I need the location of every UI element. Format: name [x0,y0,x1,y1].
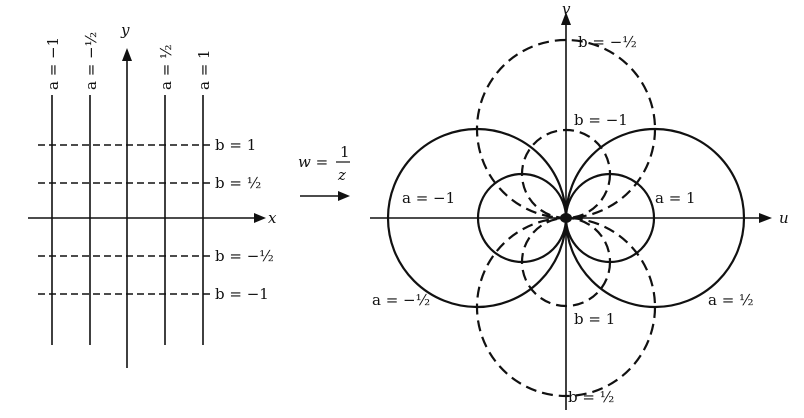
label-a-1: a = 1 [195,49,213,90]
y-axis-label: y [120,21,130,39]
u-axis-label: u [779,209,789,227]
label-b-neg-1: b = −1 [215,285,269,303]
mapping-denominator: z [337,166,346,184]
label-b-half: b = ½ [215,174,261,192]
label-b-1-w: b = 1 [574,310,615,328]
label-b-1: b = 1 [215,136,256,154]
mapping-label: w = 1 z [298,143,350,201]
mapping-lhs: w = [298,153,328,171]
x-axis-arrow-icon [254,213,266,223]
z-plane: x y a = −1 a = −½ a = ½ a = 1 b = 1 b = … [28,21,277,368]
v-axis-arrow-icon [561,12,571,25]
label-b-neg-1-w: b = −1 [574,111,628,129]
label-a-half: a = ½ [157,44,175,90]
label-b-half-w: b = ½ [568,388,614,406]
y-axis-arrow-icon [122,48,132,61]
v-axis-label: v [562,0,571,18]
label-a-neg-1-w: a = −1 [402,189,455,207]
label-a-neg-half-w: a = −½ [372,291,430,309]
label-a-half-w: a = ½ [708,291,754,309]
label-a-neg-1: a = −1 [44,37,62,90]
origin-marker [560,213,572,223]
label-b-neg-half: b = −½ [215,247,274,265]
label-b-neg-half-w: b = −½ [578,33,637,51]
w-plane: u v b = −½ b = −1 a = −1 a = 1 a = −½ a … [370,0,789,410]
label-a-1-w: a = 1 [655,189,696,207]
mapping-numerator: 1 [340,143,350,161]
u-axis-arrow-icon [759,213,772,223]
label-a-neg-half: a = −½ [82,32,100,90]
x-axis-label: x [268,209,277,227]
mapping-arrow-icon [338,191,350,201]
